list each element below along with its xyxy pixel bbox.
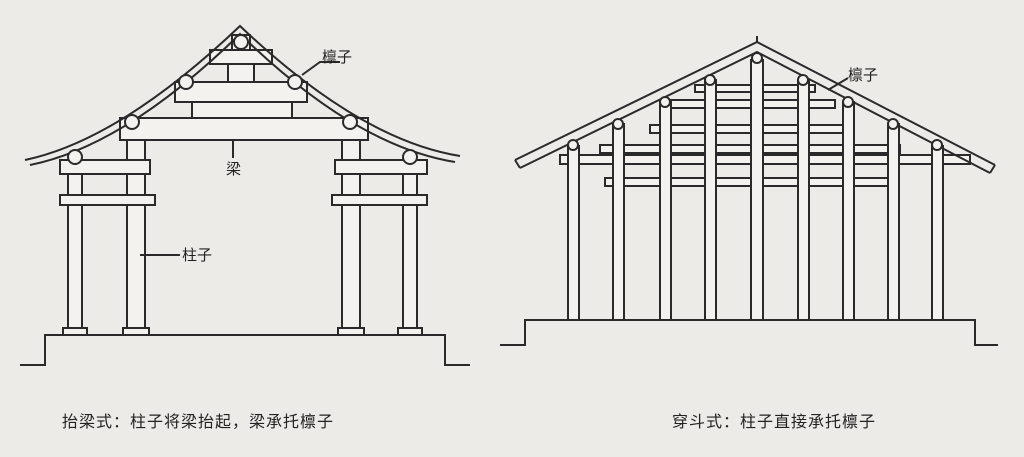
- caption-tailiang: 抬梁式：柱子将梁抬起，梁承托檩子: [62, 412, 335, 431]
- main-beam: [119, 117, 369, 141]
- caption-chuandou: 穿斗式：柱子直接承托檩子: [672, 412, 877, 431]
- left-columns: [62, 139, 423, 336]
- label-purlin-right: 檩子: [848, 66, 878, 84]
- chuandou-structure: 檩子: [500, 36, 998, 346]
- left-platform: [20, 334, 470, 366]
- right-columns: [567, 59, 944, 321]
- tailiang-structure: 檩子 梁 柱子: [20, 24, 470, 366]
- right-platform: [500, 319, 998, 346]
- label-column: 柱子: [182, 246, 212, 264]
- left-purlins: [67, 34, 418, 165]
- right-purlins: [567, 52, 943, 151]
- label-beam: 梁: [226, 160, 241, 178]
- left-roof: [24, 24, 461, 161]
- label-purlin: 檩子: [322, 48, 352, 66]
